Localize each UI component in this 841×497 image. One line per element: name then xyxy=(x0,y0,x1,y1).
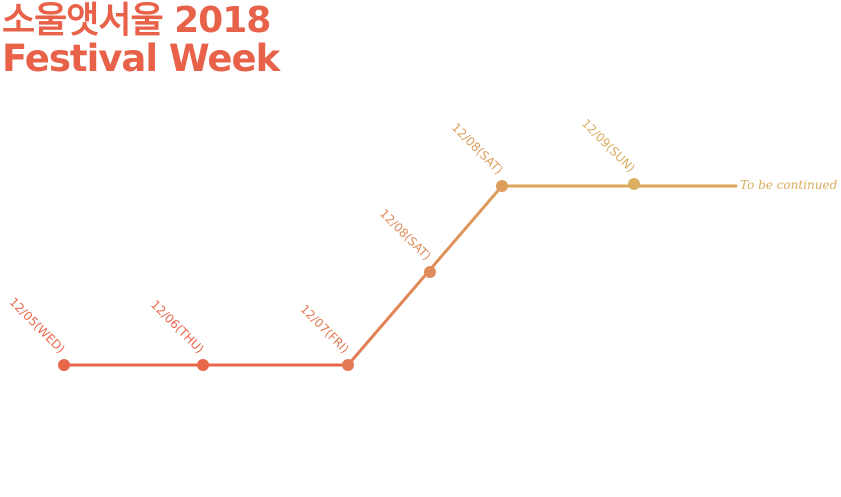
to-be-continued-label: To be continued xyxy=(740,178,838,192)
timeline-node-5: 12/08(SAT) xyxy=(449,120,508,192)
timeline-date-label: 12/07(FRI) xyxy=(298,302,352,356)
timeline-dot xyxy=(496,180,508,192)
timeline-date-label: 12/08(SAT) xyxy=(377,206,434,263)
timeline-dot xyxy=(58,359,70,371)
timeline-dot xyxy=(424,266,436,278)
timeline-date-label: 12/09(SUN) xyxy=(579,116,638,175)
timeline-date-label: 12/05(WED) xyxy=(7,295,68,356)
timeline-segment-rise xyxy=(346,184,504,367)
timeline-date-label: 12/08(SAT) xyxy=(449,120,506,177)
title-line-2: Festival Week xyxy=(2,37,280,80)
title-line-1: 소울앳서울 2018 xyxy=(2,0,271,41)
timeline-dot xyxy=(342,359,354,371)
timeline-node-3: 12/07(FRI) xyxy=(298,302,354,371)
timeline-dot xyxy=(628,178,640,190)
timeline-date-label: 12/06(THU) xyxy=(148,297,207,356)
timeline-node-1: 12/05(WED) xyxy=(7,295,70,371)
timeline-node-4: 12/08(SAT) xyxy=(377,206,436,278)
timeline-dot xyxy=(197,359,209,371)
timeline-node-2: 12/06(THU) xyxy=(148,297,209,371)
timeline-node-6: 12/09(SUN) xyxy=(579,116,640,190)
